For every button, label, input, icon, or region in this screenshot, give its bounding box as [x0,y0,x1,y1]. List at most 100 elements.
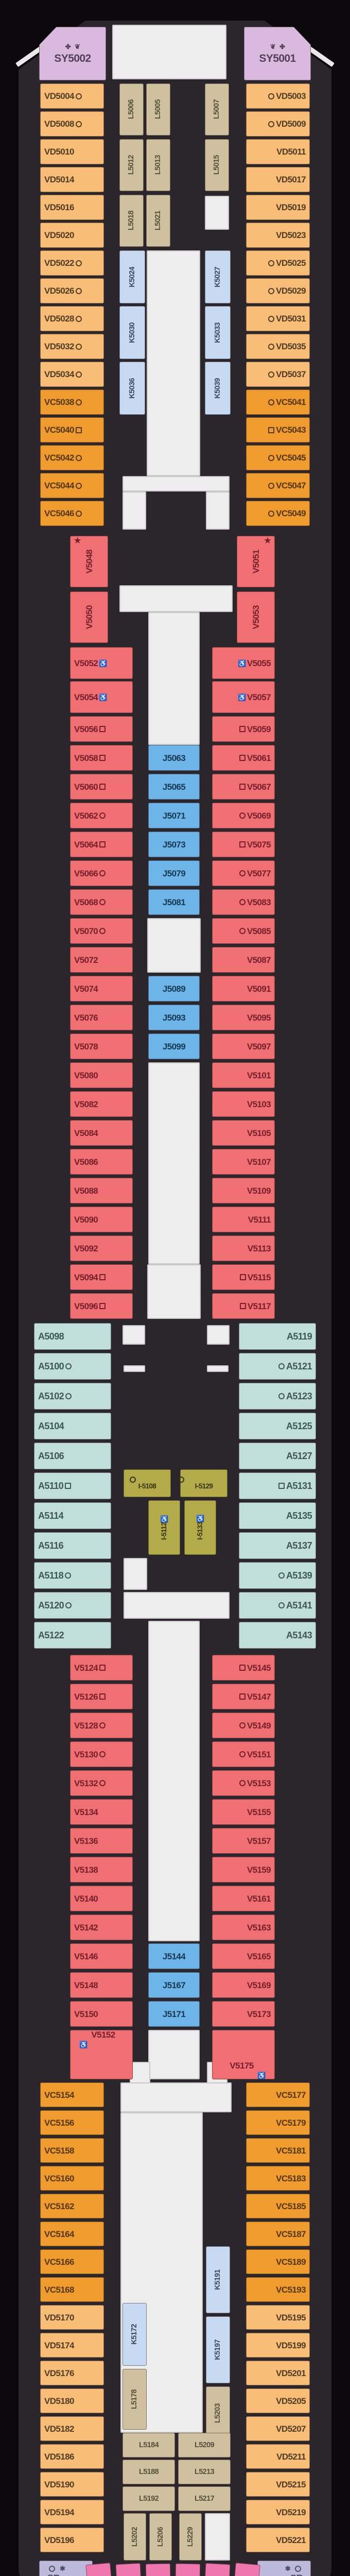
cabin-VC5187[interactable]: VC5187 [246,2222,310,2246]
cabin-L5018[interactable]: L5018 [119,195,144,247]
cabin-V5136[interactable]: V5136 [70,1828,133,1854]
cabin-K5039[interactable]: K5039 [205,362,231,415]
cabin-J5099[interactable]: J5099 [148,1033,200,1059]
cabin-V5105[interactable]: V5105 [212,1120,275,1146]
cabin-J5171[interactable]: J5171 [148,2001,200,2027]
cabin-V5054[interactable]: V5054♿ [70,681,133,713]
cabin-A5121[interactable]: A5121 [239,1353,316,1380]
cabin-V5050[interactable]: V5050 [70,591,108,643]
cabin-VC5038[interactable]: VC5038 [40,389,104,415]
cabin-VD5182[interactable]: VD5182 [40,2416,104,2441]
cabin-VS5231[interactable]: VS5231 [174,2563,201,2576]
cabin-V5090[interactable]: V5090 [70,1207,133,1232]
cabin-VC5164[interactable]: VC5164 [40,2222,104,2246]
cabin-J5063[interactable]: J5063 [148,745,200,771]
cabin-I-5129[interactable]: I-5129 [178,1469,227,1497]
cabin-VD5176[interactable]: VD5176 [40,2361,104,2385]
cabin-V5085[interactable]: V5085 [212,918,275,944]
cabin-A5110[interactable]: A5110 [34,1472,111,1499]
cabin-V5140[interactable]: V5140 [70,1886,133,1911]
cabin-VD5215[interactable]: VD5215 [246,2472,310,2497]
cabin-V5067[interactable]: V5067 [212,774,275,800]
cabin-V5094[interactable]: V5094 [70,1264,133,1290]
cabin-V5113[interactable]: V5113 [212,1235,275,1261]
cabin-V5051[interactable]: V5051★ [237,536,275,587]
cabin-I-5108[interactable]: I-5108 [124,1469,171,1497]
cabin-J5065[interactable]: J5065 [148,774,200,800]
cabin-VS5208[interactable]: VS5208 [145,2563,172,2576]
cabin-VD5009[interactable]: VD5009 [246,111,310,137]
cabin-V5145[interactable]: V5145 [212,1655,275,1681]
cabin-VC5166[interactable]: VC5166 [40,2249,104,2274]
cabin-J5144[interactable]: J5144 [148,1943,200,1969]
cabin-VD5195[interactable]: VD5195 [246,2305,310,2330]
cabin-V5087[interactable]: V5087 [212,947,275,973]
cabin-VC5046[interactable]: VC5046 [40,501,104,526]
cabin-K5024[interactable]: K5024 [119,250,145,303]
cabin-V5082[interactable]: V5082 [70,1091,133,1117]
cabin-A5102[interactable]: A5102 [34,1383,111,1410]
cabin-K5033[interactable]: K5033 [205,306,231,359]
cabin-SY5001[interactable]: ❦✤SY5001 [244,27,311,80]
cabin-K5172[interactable]: K5172 [122,2303,147,2366]
cabin-VD5014[interactable]: VD5014 [40,167,104,192]
cabin-VC5045[interactable]: VC5045 [246,445,310,470]
cabin-A5098[interactable]: A5098 [34,1323,111,1350]
cabin-L5209[interactable]: L5209 [178,2433,231,2458]
cabin-A5104[interactable]: A5104 [34,1413,111,1439]
cabin-VD5026[interactable]: VD5026 [40,278,104,303]
cabin-I-5112[interactable]: ♿I-5112 [148,1500,180,1555]
cabin-V5148[interactable]: V5148 [70,1972,133,1998]
cabin-A5131[interactable]: A5131 [239,1472,316,1499]
cabin-V5072[interactable]: V5072 [70,947,133,973]
cabin-V5155[interactable]: V5155 [212,1799,275,1825]
cabin-VD5031[interactable]: VD5031 [246,306,310,331]
cabin-L5178[interactable]: L5178 [122,2369,147,2430]
cabin-V5169[interactable]: V5169 [212,1972,275,1998]
cabin-VC5185[interactable]: VC5185 [246,2194,310,2218]
cabin-J5081[interactable]: J5081 [148,889,200,915]
cabin-VD5032[interactable]: VD5032 [40,334,104,359]
cabin-A5100[interactable]: A5100 [34,1353,111,1380]
cabin-J5167[interactable]: J5167 [148,1972,200,1998]
cabin-V5086[interactable]: V5086 [70,1149,133,1175]
cabin-VD5017[interactable]: VD5017 [246,167,310,192]
cabin-A5114[interactable]: A5114 [34,1502,111,1529]
cabin-V5076[interactable]: V5076 [70,1005,133,1030]
cabin-V5159[interactable]: V5159 [212,1857,275,1883]
cabin-VD5011[interactable]: VD5011 [246,139,310,164]
cabin-J5089[interactable]: J5089 [148,976,200,1002]
cabin-VC5168[interactable]: VC5168 [40,2277,104,2302]
cabin-VD5020[interactable]: VD5020 [40,223,104,248]
cabin-VC5040[interactable]: VC5040 [40,417,104,443]
cabin-A5135[interactable]: A5135 [239,1502,316,1529]
cabin-A5119[interactable]: A5119 [239,1323,316,1350]
cabin-VC5042[interactable]: VC5042 [40,445,104,470]
cabin-V5175[interactable]: V5175♿ [212,2030,275,2079]
cabin-VD5196[interactable]: VD5196 [40,2528,104,2552]
cabin-V5101[interactable]: V5101 [212,1062,275,1088]
cabin-VD5170[interactable]: VD5170 [40,2305,104,2330]
cabin-VD5221[interactable]: VD5221 [246,2528,310,2552]
cabin-VC5043[interactable]: VC5043 [246,417,310,443]
cabin-L5005[interactable]: L5005 [146,83,170,135]
cabin-L5012[interactable]: L5012 [119,139,144,191]
cabin-VD5180[interactable]: VD5180 [40,2388,104,2413]
cabin-V5068[interactable]: V5068 [70,889,133,915]
cabin-V5124[interactable]: V5124 [70,1655,133,1681]
cabin-V5057[interactable]: ♿V5057 [212,681,275,713]
cabin-V5080[interactable]: V5080 [70,1062,133,1088]
cabin-V5132[interactable]: V5132 [70,1770,133,1796]
cabin-V5152[interactable]: V5152♿ [70,2030,133,2079]
cabin-SY5002[interactable]: ✤❦SY5002 [39,27,106,80]
cabin-K5027[interactable]: K5027 [205,250,231,303]
cabin-A5125[interactable]: A5125 [239,1413,316,1439]
cabin-V5147[interactable]: V5147 [212,1684,275,1709]
cabin-L5184[interactable]: L5184 [122,2433,175,2458]
cabin-I-5133[interactable]: ♿I-5133 [184,1500,216,1555]
cabin-VD5174[interactable]: VD5174 [40,2333,104,2358]
cabin-V5096[interactable]: V5096 [70,1293,133,1319]
cabin-VD5010[interactable]: VD5010 [40,139,104,164]
cabin-VD5205[interactable]: VD5205 [246,2388,310,2413]
cabin-VC5179[interactable]: VC5179 [246,2110,310,2135]
